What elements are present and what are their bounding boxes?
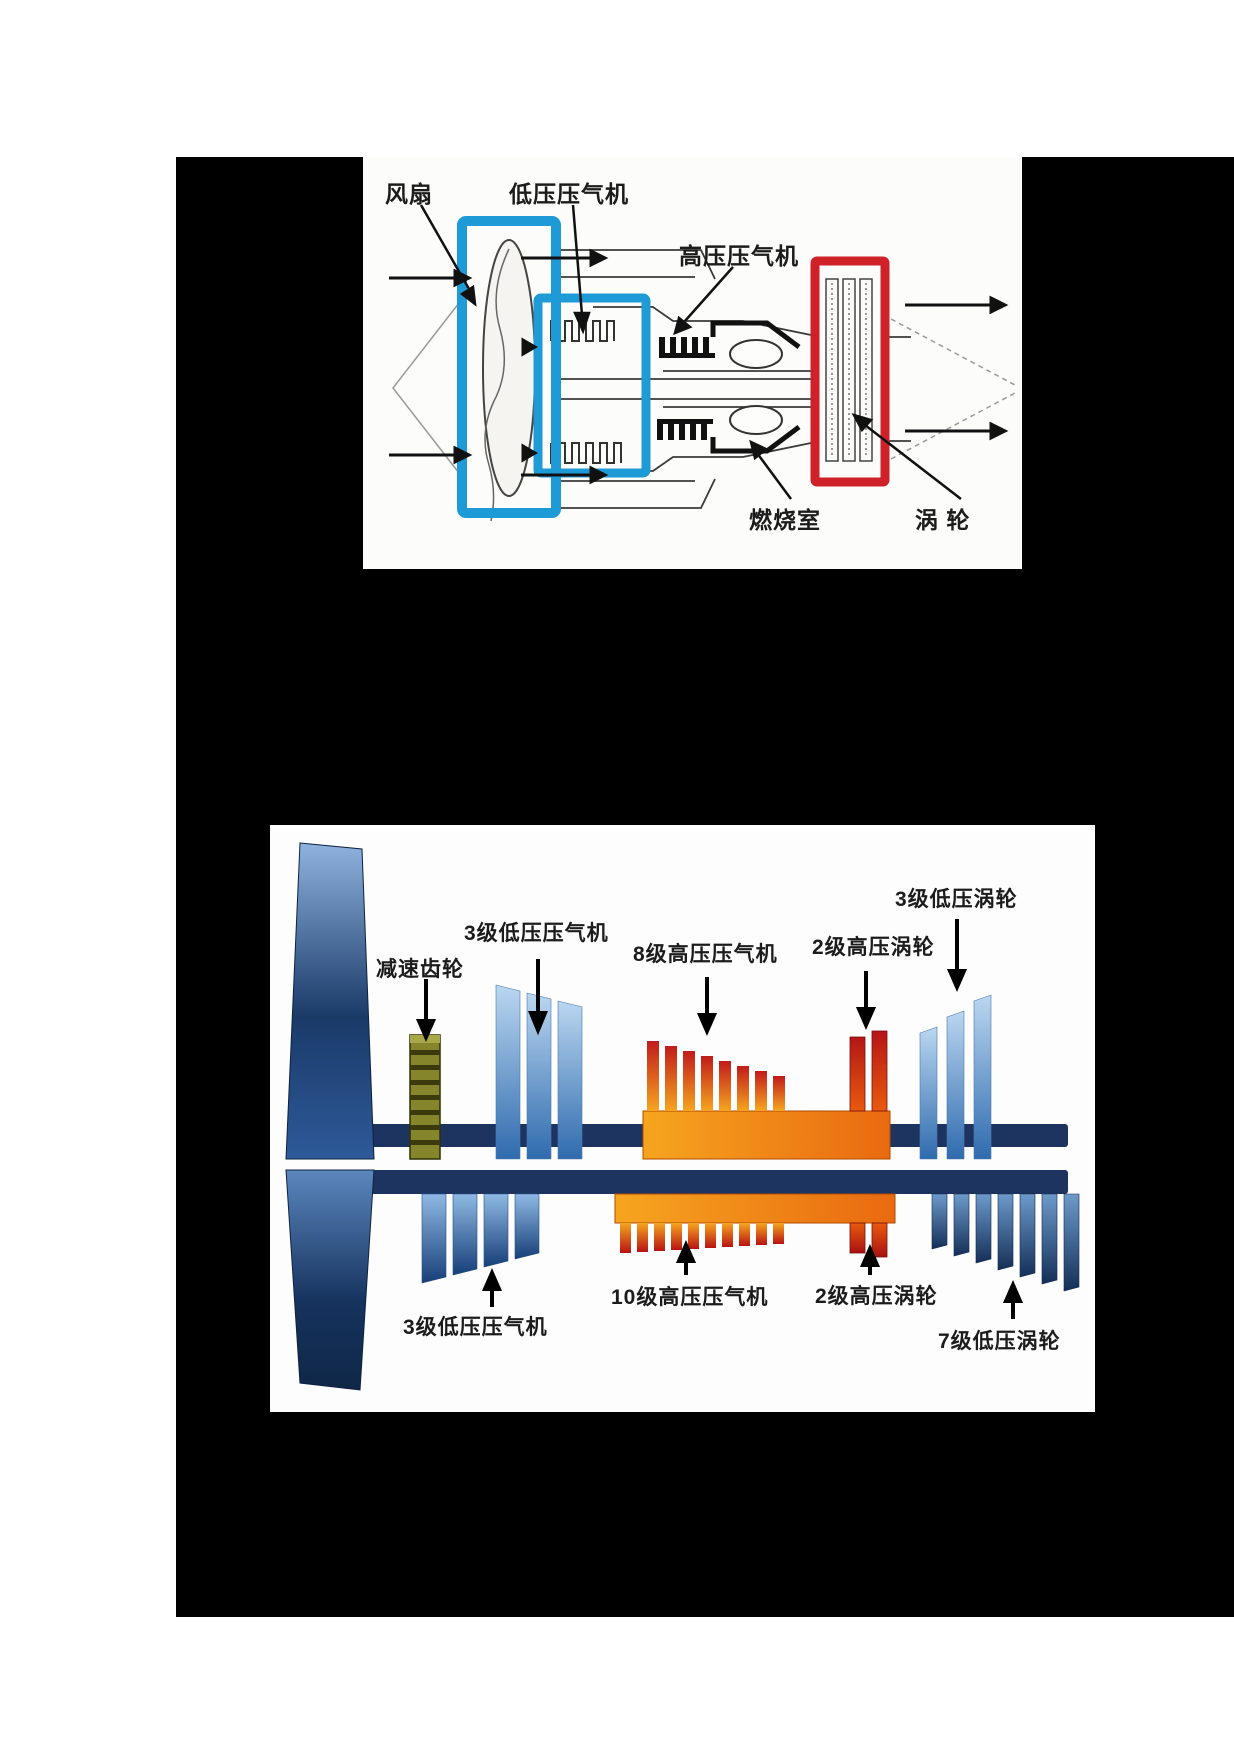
lp-compressor-blades-lower bbox=[550, 442, 622, 464]
comparison-label-arrows bbox=[415, 919, 1024, 1319]
spinner-cone-line bbox=[392, 302, 460, 474]
combustor-label: 燃烧室 bbox=[749, 507, 821, 533]
reduction-gear-label: 减速齿轮 bbox=[376, 958, 464, 981]
turbofan-schematic-panel: 风扇 低压压气机 高压压气机 燃烧室 涡 轮 bbox=[363, 157, 1022, 569]
top-engine-lp-compressor bbox=[495, 984, 583, 1160]
bottom-hp-compressor-label: 10级高压压气机 bbox=[611, 1286, 769, 1309]
top-engine-hp-turbine bbox=[849, 1030, 888, 1112]
bottom-engine-lp-compressor bbox=[421, 1193, 540, 1284]
combustor-housing-lower bbox=[710, 425, 801, 454]
top-hp-turbine-label: 2级高压涡轮 bbox=[812, 936, 935, 959]
bottom-lp-compressor-label: 3级低压压气机 bbox=[403, 1316, 548, 1339]
exhaust-cone-lines bbox=[890, 318, 1016, 460]
airflow-arrows bbox=[389, 248, 1009, 485]
label-pointer-arrows bbox=[419, 204, 962, 500]
top-hp-compressor-label: 8级高压压气机 bbox=[633, 943, 778, 966]
spool-comparison-panel: 减速齿轮 3级低压压气机 8级高压压气机 2级高压涡轮 3级低压涡轮 3级低压压… bbox=[270, 825, 1095, 1412]
turbine-highlight-box bbox=[810, 256, 890, 487]
top-lp-turbine-label: 3级低压涡轮 bbox=[895, 888, 1018, 911]
turbofan-schematic-figure bbox=[389, 204, 1016, 522]
hp-compressor-blades bbox=[657, 337, 715, 440]
combustor-housing-upper bbox=[710, 320, 801, 349]
top-engine-lp-turbine bbox=[919, 994, 992, 1160]
top-engine-fan-blade bbox=[285, 842, 375, 1160]
bottom-engine-hp-compressor bbox=[614, 1193, 896, 1253]
top-engine-reduction-gear bbox=[409, 1034, 441, 1160]
top-engine-hp-compressor bbox=[642, 1041, 891, 1160]
bottom-lp-turbine-label: 7级低压涡轮 bbox=[938, 1330, 1061, 1353]
fan-highlight-box bbox=[457, 216, 561, 518]
lp-compressor-label: 低压压气机 bbox=[509, 181, 629, 207]
combustor-can-upper bbox=[729, 339, 783, 369]
spool-comparison-figure bbox=[285, 842, 1080, 1391]
hp-compressor-label: 高压压气机 bbox=[679, 243, 799, 269]
combustor-can-lower bbox=[729, 405, 783, 435]
bottom-engine-fan-blade bbox=[285, 1169, 375, 1391]
bottom-engine-shaft bbox=[328, 1170, 1068, 1194]
bottom-hp-turbine-label: 2级高压涡轮 bbox=[815, 1285, 938, 1308]
bottom-engine-hp-turbine bbox=[849, 1222, 888, 1258]
turbine-label: 涡 轮 bbox=[915, 507, 971, 533]
fan-blade-detail bbox=[484, 248, 510, 522]
bottom-engine-lp-turbine bbox=[931, 1193, 1080, 1292]
top-lp-compressor-label: 3级低压压气机 bbox=[464, 922, 609, 945]
turbine-disks bbox=[825, 278, 873, 462]
fan-label: 风扇 bbox=[385, 181, 433, 207]
